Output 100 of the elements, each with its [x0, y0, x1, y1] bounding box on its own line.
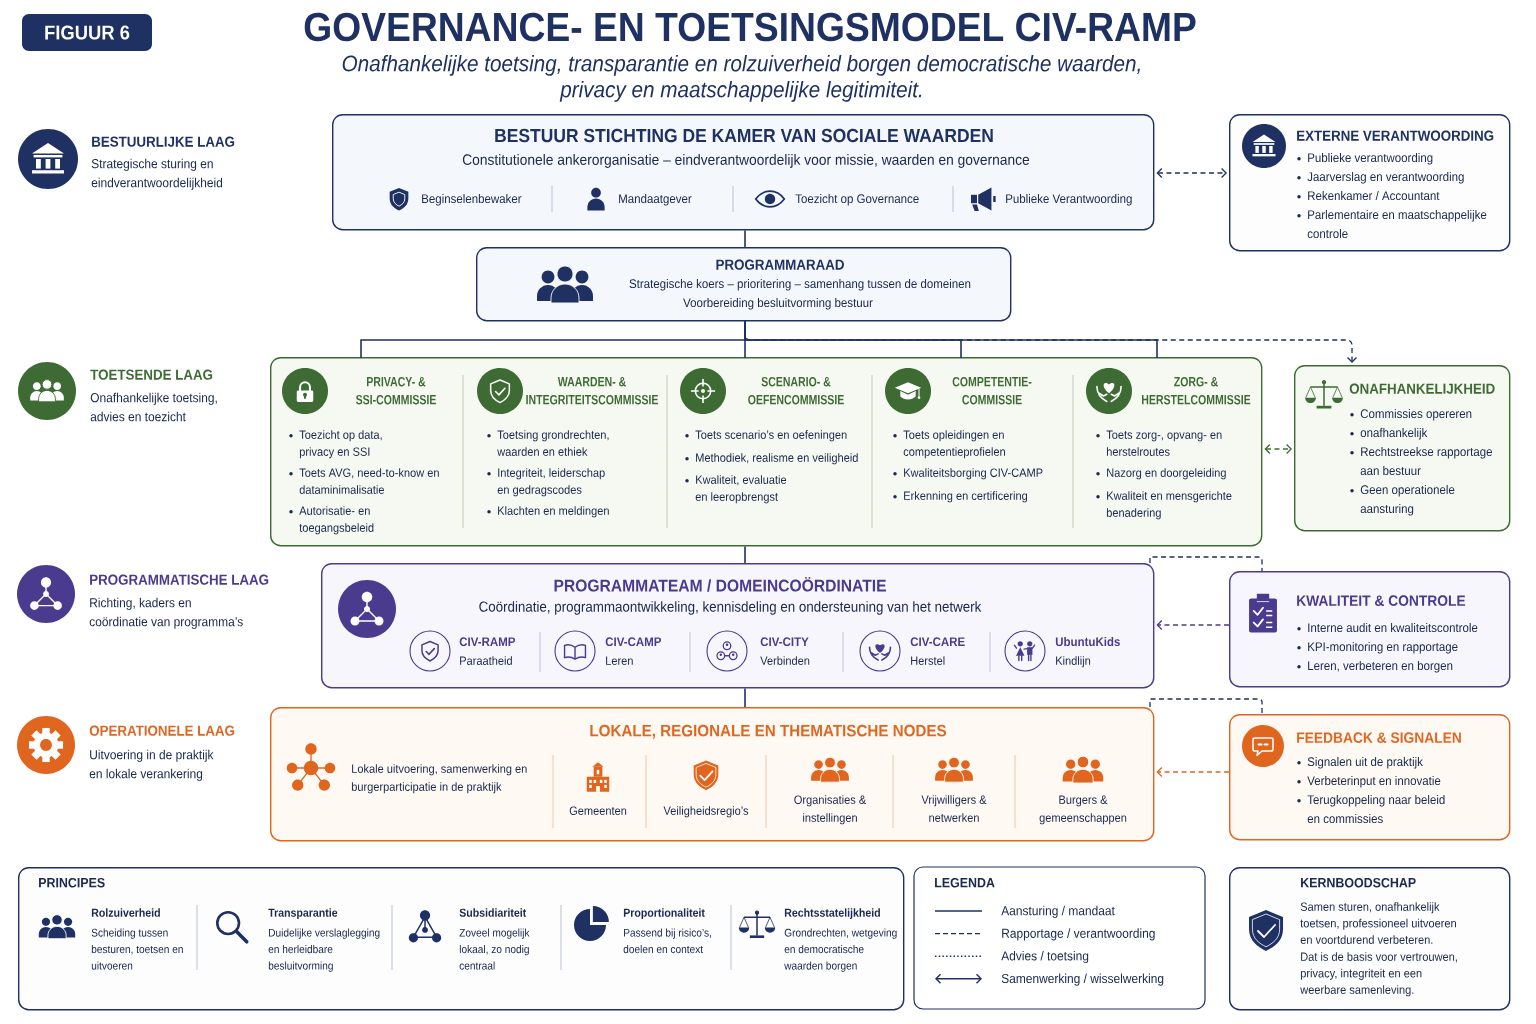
box-text: Voorbereiding besluitvorming bestuur — [683, 297, 873, 310]
program-label: Herstel — [911, 656, 945, 665]
item-label: Veiligheidsregio’s — [663, 806, 749, 818]
principle-text: Duidelijke verslaglegging en herleidbare besluitvorming — [268, 928, 380, 972]
bullet-text: Geen operationele aansturing — [1360, 484, 1455, 516]
program-label: Verbinden — [760, 656, 810, 665]
bullet-text: Nazorg en doorgeleiding — [1107, 468, 1226, 480]
arrow — [1156, 619, 1230, 631]
bullet-text: Jaarverslag en verantwoording — [1307, 171, 1464, 184]
principle-name: Transparantie — [268, 908, 338, 920]
bullet-text: Methodiek, realisme en veiligheid — [696, 453, 858, 465]
item-label: Vrijwilligers & netwerken — [921, 795, 987, 822]
principle-text: Passend bij risico’s, doelen en context — [623, 928, 711, 954]
bullet-text: Integriteit, leiderschap en gedragscodes — [497, 468, 605, 497]
box-heading: FEEDBACK & SIGNALEN — [1297, 732, 1461, 743]
bullet-text: Erkenning en certificering — [904, 491, 1028, 503]
layer-text: Onafhankelijke toetsing, advies en toezicht — [90, 392, 217, 422]
bullet-text: Toets AVG, need-to-know en dataminimalisatie — [299, 468, 439, 494]
legend-text: Rapportage / verantwoording — [1002, 928, 1155, 941]
legend-heading: LEGENDA — [935, 877, 995, 888]
box-text: Lokale uitvoering, samenwerking en burgerparticipatie in de praktijk — [351, 764, 527, 794]
layer-heading: OPERATIONELE LAAG — [89, 725, 235, 736]
figure-badge: FIGUUR 6 — [22, 14, 152, 51]
bullet-text: Publieke verantwoording — [1308, 152, 1433, 165]
box-subtitle: Constitutionele ankerorganisatie – eindverantwoordelijk voor missie, waarden en governance — [462, 153, 1030, 168]
box-text: Samen sturen, onafhankelijk toetsen, professioneel uitvoeren en voortdurend verbeteren. — [1300, 902, 1456, 944]
arrow — [1264, 443, 1292, 455]
title: GOVERNANCE- EN TOETSINGSMODEL CIV-RAMP — [304, 12, 1196, 42]
box-heading: EXTERNE VERANTWOORDING — [1297, 130, 1494, 141]
arrow — [1156, 167, 1227, 179]
box-subtitle: Coördinatie, programmaontwikkeling, kennisdeling en ondersteuning van het netwerk — [479, 601, 982, 615]
principle-text: Zoveel mogelijk lokaal, zo nodig centraal — [459, 928, 530, 970]
bullet-text: Verbeterinput en innovatie — [1307, 775, 1441, 788]
role-label: Toezicht op Governance — [795, 193, 919, 206]
bullet-text: Rekenkamer / Accountant — [1308, 190, 1440, 201]
layer-text: Uitvoering in de praktijk en lokale verankering — [89, 749, 214, 781]
box-text: Dat is de basis voor vertrouwen, privacy, integriteit en een weerbare samenleving. — [1300, 952, 1457, 997]
program-label: Paraatheid — [460, 656, 512, 665]
bullet-text: onafhankelijk — [1360, 427, 1428, 440]
layer-text: Strategische sturing en eindverantwoordelijkheid — [91, 158, 223, 190]
committee-heading: SCENARIO- & OEFENCOMMISSIE — [748, 376, 844, 405]
bullet-text: Klachten en meldingen — [498, 506, 609, 518]
committee-heading: COMPETENTIE- COMMISSIE — [952, 376, 1032, 405]
role-label: Publieke Verantwoording — [1006, 193, 1132, 206]
committee-heading: WAARDEN- & INTEGRITEITSCOMMISSIE — [526, 376, 658, 405]
principle-text: Scheiding tussen besturen, toetsen en uitvoeren — [91, 928, 183, 970]
bullet-text: Rechtstreekse rapportage aan bestuur — [1360, 446, 1492, 476]
bullet-text: Terugkoppeling naar beleid en commissies — [1307, 794, 1445, 824]
bullet-text: Autorisatie- en toegangsbeleid — [299, 506, 374, 535]
layer-heading: BESTUURLIJKE LAAG — [92, 136, 235, 147]
program-label: Leren — [606, 656, 633, 665]
bullet-text: Parlementaire en maatschappelijke controle — [1307, 209, 1487, 239]
bullet-text: Kwaliteitsborging CIV-CAMP — [904, 468, 1043, 480]
layer-heading: TOETSENDE LAAG — [90, 369, 213, 380]
legend-text: Aansturing / mandaat — [1001, 905, 1115, 918]
arrow — [1156, 766, 1230, 778]
bullet-text: Toets zorg-, opvang- en herstelroutes — [1106, 430, 1222, 456]
arrow — [744, 320, 1358, 363]
principle-name: Rechtsstatelijkheid — [784, 908, 880, 920]
box-text: Strategische koers – prioritering – samenhang tussen de domeinen — [629, 278, 971, 291]
item-label: Burgers & gemeenschappen — [1039, 795, 1127, 825]
principle-name: Proportionaliteit — [623, 908, 705, 920]
box-heading: KERNBOODSCHAP — [1301, 877, 1416, 888]
bullet-text: Kwaliteit, evaluatie en leeropbrengst — [695, 475, 787, 504]
box-heading: ONAFHANKELIJKHEID — [1349, 383, 1495, 394]
box-title: PROGRAMMATEAM / DOMEINCOÖRDINATIE — [554, 576, 886, 592]
bullet-text: Commissies opereren — [1360, 408, 1472, 421]
bullet-text: Toets scenario’s en oefeningen — [695, 430, 847, 442]
item-label: Organisaties & instellingen — [794, 795, 867, 825]
connector-line — [744, 687, 746, 708]
program-name: CIV-RAMP — [459, 637, 516, 647]
bullet-text: Signalen uit de praktijk — [1307, 756, 1423, 769]
legend-text: Samenwerking / wisselwerking — [1001, 973, 1164, 986]
box-title: BESTUUR STICHTING DE KAMER VAN SOCIALE WAARDEN — [495, 128, 993, 143]
legend-text: Advies / toetsing — [1001, 950, 1089, 964]
box-heading: KWALITEIT & CONTROLE — [1297, 595, 1466, 606]
program-name: CIV-CARE — [910, 637, 965, 647]
principle-name: Subsidiariteit — [459, 908, 527, 917]
layer-text: Richting, kaders en coördinatie van programma’s — [89, 597, 243, 629]
item-label: Gemeenten — [569, 806, 627, 815]
bullet-text: Interne audit en kwaliteitscontrole — [1308, 622, 1478, 633]
principle-text: Grondrechten, wetgeving en democratische waarden borgen — [784, 928, 897, 972]
connector-line — [744, 545, 746, 564]
program-name: UbuntuKids — [1055, 636, 1120, 647]
box-heading: PROGRAMMARAAD — [716, 259, 844, 270]
principle-name: Rolzuiverheid — [91, 908, 160, 917]
panel-title: LOKALE, REGIONALE EN THEMATISCHE NODES — [590, 724, 947, 739]
bullet-text: KPI-monitoring en rapportage — [1308, 641, 1458, 654]
role-label: Mandaatgever — [619, 193, 692, 206]
committee-heading: ZORG- & HERSTELCOMMISSIE — [1142, 376, 1251, 405]
program-name: CIV-CITY — [760, 637, 809, 647]
program-name: CIV-CAMP — [605, 637, 662, 647]
role-label: Beginselenbewaker — [422, 193, 522, 206]
bullet-text: Toezicht op data, privacy en SSI — [299, 430, 382, 459]
bullet-text: Kwaliteit en mensgerichte benadering — [1106, 491, 1232, 520]
bullet-text: Toets opleidingen en competentieprofielen — [903, 430, 1005, 459]
box-heading: PRINCIPES — [39, 877, 105, 888]
bullet-text: Toetsing grondrechten, waarden en ethiek — [497, 430, 609, 456]
connector-line — [744, 229, 746, 248]
layer-heading: PROGRAMMATISCHE LAAG — [90, 574, 269, 585]
